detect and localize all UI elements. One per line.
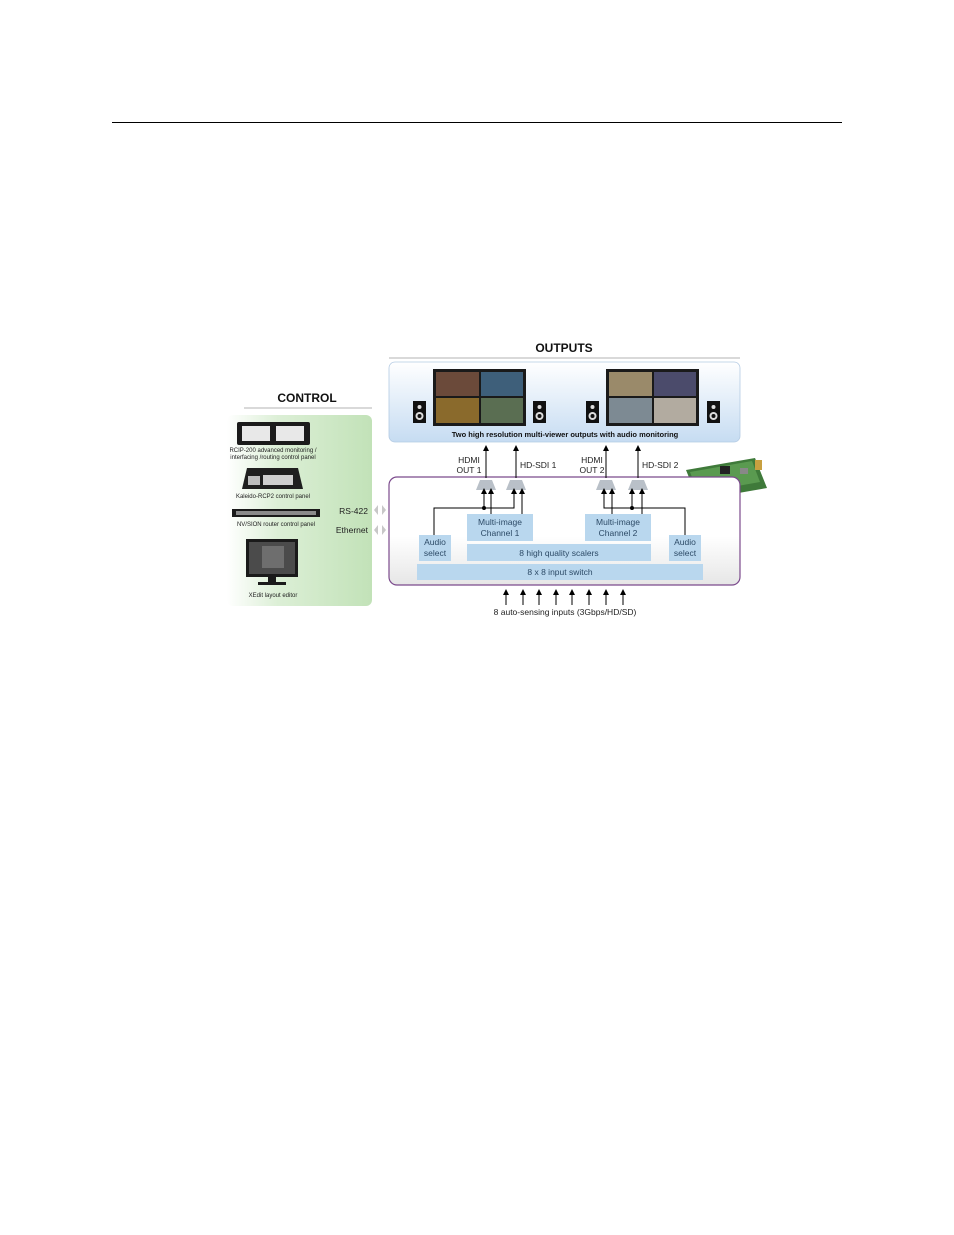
ethernet-label: Ethernet bbox=[336, 525, 369, 535]
bidirectional-arrow-icon bbox=[374, 525, 386, 535]
outputs-caption: Two high resolution multi-viewer outputs… bbox=[452, 430, 679, 439]
audio-select-1 bbox=[419, 535, 451, 561]
mi1-line2: Channel 1 bbox=[481, 528, 520, 538]
hdmi-out-1-label: HDMI bbox=[458, 455, 480, 465]
rcip-label-line1: RCIP-200 advanced monitoring / bbox=[229, 448, 316, 454]
scalers-block bbox=[467, 544, 651, 561]
inputs-label: 8 auto-sensing inputs (3Gbps/HD/SD) bbox=[494, 607, 637, 617]
speaker-icon bbox=[533, 401, 546, 423]
junction-dot bbox=[630, 506, 634, 510]
signal-arrowheads bbox=[481, 488, 645, 494]
hdmi-out-2-label: HDMI bbox=[581, 455, 603, 465]
input-arrowheads bbox=[503, 589, 626, 595]
audio1-line1: Audio bbox=[424, 537, 446, 547]
hd-sdi-2-label: HD-SDI 2 bbox=[642, 460, 679, 470]
rcip-200-panel-icon bbox=[237, 422, 310, 445]
output-mixer bbox=[506, 480, 526, 490]
mi2-line2: Channel 2 bbox=[599, 528, 638, 538]
hdmi-out-2-label-line2: OUT 2 bbox=[580, 465, 605, 475]
multi-image-channel-1 bbox=[467, 514, 533, 541]
audio2-line1: Audio bbox=[674, 537, 696, 547]
hd-sdi-1-label: HD-SDI 1 bbox=[520, 460, 557, 470]
output-mixer bbox=[476, 480, 496, 490]
speaker-icon bbox=[707, 401, 720, 423]
bidirectional-arrow-icon bbox=[374, 505, 386, 515]
input-switch-block bbox=[417, 564, 703, 580]
multi-image-channel-2 bbox=[585, 514, 651, 541]
control-title: CONTROL bbox=[277, 391, 336, 405]
rs422-label: RS-422 bbox=[339, 506, 368, 516]
output-mixer bbox=[596, 480, 616, 490]
outputs-title: OUTPUTS bbox=[535, 341, 592, 355]
xedit-label: XEdit layout editor bbox=[249, 593, 298, 599]
multiviewer-monitor-2 bbox=[606, 369, 699, 426]
header-rule bbox=[112, 122, 842, 123]
junction-dot bbox=[482, 506, 486, 510]
scalers-label: 8 high quality scalers bbox=[519, 548, 598, 558]
signal-lines bbox=[433, 494, 686, 535]
switch-label: 8 x 8 input switch bbox=[527, 567, 592, 577]
rcip-label-line2: interfacing /routing control panel bbox=[230, 455, 315, 461]
xedit-monitor-icon bbox=[246, 539, 298, 585]
audio2-line2: select bbox=[674, 548, 697, 558]
speaker-icon bbox=[413, 401, 426, 423]
hdmi-out-1-label-line2: OUT 1 bbox=[457, 465, 482, 475]
audio1-line2: select bbox=[424, 548, 447, 558]
kaleido-rcp2-icon bbox=[242, 468, 303, 489]
nvision-router-panel-icon bbox=[232, 509, 320, 517]
audio-select-2 bbox=[669, 535, 701, 561]
output-mixer bbox=[628, 480, 648, 490]
multiviewer-monitor-1 bbox=[433, 369, 526, 426]
kaleido-label: Kaleido-RCP2 control panel bbox=[236, 494, 310, 500]
mi2-line1: Multi-image bbox=[596, 517, 640, 527]
mi1-line1: Multi-image bbox=[478, 517, 522, 527]
speaker-icon bbox=[586, 401, 599, 423]
nvision-label: NV/SION router control panel bbox=[237, 522, 315, 528]
